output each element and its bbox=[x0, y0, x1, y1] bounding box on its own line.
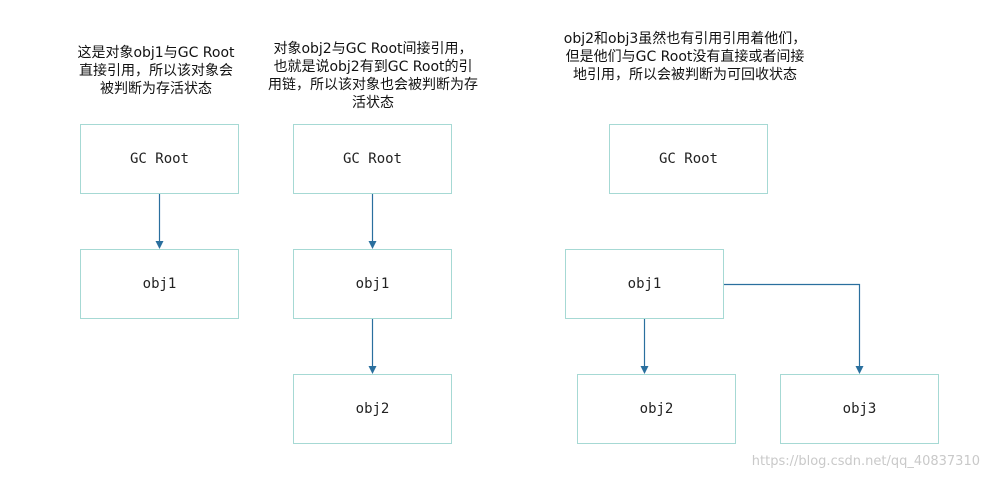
d1-obj1-node: obj1 bbox=[80, 249, 239, 319]
d2-obj1-node: obj1 bbox=[293, 249, 452, 319]
d3-gc-root-node: GC Root bbox=[609, 124, 768, 194]
d2-gc-root-node: GC Root bbox=[293, 124, 452, 194]
caption-unreachable: obj2和obj3虽然也有引用引用着他们，但是他们与GC Root没有直接或者间… bbox=[563, 31, 807, 83]
d3-obj2-node: obj2 bbox=[577, 374, 736, 444]
d3-obj1-to-obj3-arrow bbox=[724, 283, 864, 374]
caption-indirect-reference: 对象obj2与GC Root间接引用，也就是说obj2有到GC Root的引用链… bbox=[268, 41, 478, 111]
d2-obj2-node: obj2 bbox=[293, 374, 452, 444]
d3-obj1-node: obj1 bbox=[565, 249, 724, 319]
caption-direct-reference: 这是对象obj1与GC Root直接引用，所以该对象会被判断为存活状态 bbox=[77, 45, 235, 97]
watermark: https://blog.csdn.net/qq_40837310 bbox=[751, 454, 980, 469]
d1-gc-root-node: GC Root bbox=[80, 124, 239, 194]
d3-obj3-node: obj3 bbox=[780, 374, 939, 444]
